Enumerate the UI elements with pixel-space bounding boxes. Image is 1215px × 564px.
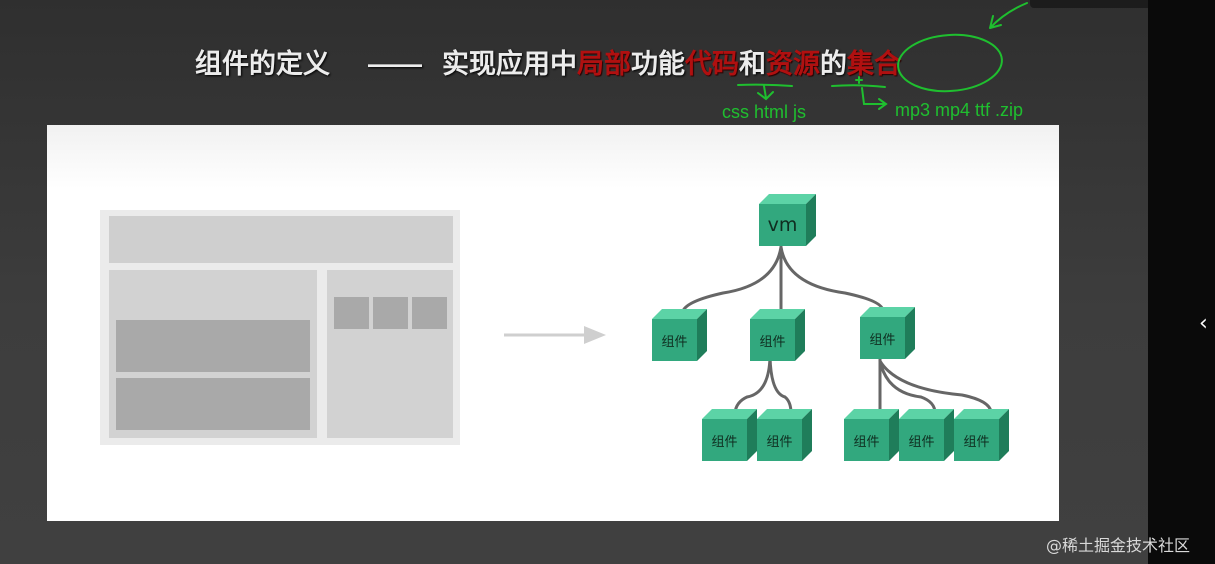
title-part3: 和 [739, 49, 766, 79]
component-label: 组件 [750, 319, 795, 361]
page-layout-mockup [100, 210, 460, 445]
resource-types-annotation: mp3 mp4 ttf .zip [895, 100, 1024, 120]
title-highlight-collection: 集合 [847, 49, 901, 79]
title-part1: 实现应用中 [442, 49, 577, 79]
right-arrow-icon [504, 326, 606, 344]
mockup-sidebar-block [327, 270, 453, 438]
mockup-thumb-block [334, 297, 369, 329]
component-node-level2: 组件 [954, 409, 1009, 461]
component-label: 组件 [860, 317, 905, 359]
title-part4: 的 [820, 49, 847, 79]
component-label: 组件 [702, 419, 747, 461]
mockup-content-block [116, 378, 310, 430]
chevron-left-icon[interactable]: ‹ [1199, 311, 1208, 336]
component-node-level1-right: 组件 [860, 307, 915, 359]
title-highlight-code: 代码 [685, 49, 739, 79]
component-node-level2: 组件 [844, 409, 899, 461]
title-dash: —— [368, 49, 422, 79]
mockup-main-block [109, 270, 317, 438]
mockup-header-block [109, 216, 453, 263]
component-node-level2: 组件 [899, 409, 954, 461]
vm-root-label: vm [759, 204, 806, 246]
mockup-content-block [116, 320, 310, 372]
title-highlight-resource: 资源 [766, 49, 820, 79]
title-prefix: 组件的定义 [195, 49, 330, 79]
component-node-level2: 组件 [757, 409, 812, 461]
watermark: @稀土掘金技术社区 [1046, 536, 1191, 555]
title-part2: 功能 [631, 49, 685, 79]
component-label: 组件 [652, 319, 697, 361]
code-types-annotation: css html js [722, 102, 807, 122]
top-bar-strip [1030, 0, 1202, 8]
title-highlight-local: 局部 [577, 49, 631, 79]
diagram-panel: vm 组件 组件 组件 组件 组件 组件 组件 组件 [47, 125, 1059, 521]
component-node-level2: 组件 [702, 409, 757, 461]
component-tree-svg [504, 245, 993, 415]
component-label: 组件 [757, 419, 802, 461]
vm-root-node: vm [759, 194, 816, 246]
slide-title: 组件的定义 —— 实现应用中局部功能代码和资源的集合 [195, 42, 901, 86]
mockup-thumb-block [373, 297, 408, 329]
side-panel-bar [1148, 0, 1215, 564]
component-node-level1-left: 组件 [652, 309, 707, 361]
component-node-level1-middle: 组件 [750, 309, 805, 361]
component-label: 组件 [899, 419, 944, 461]
component-label: 组件 [844, 419, 889, 461]
component-label: 组件 [954, 419, 999, 461]
mockup-thumb-block [412, 297, 447, 329]
